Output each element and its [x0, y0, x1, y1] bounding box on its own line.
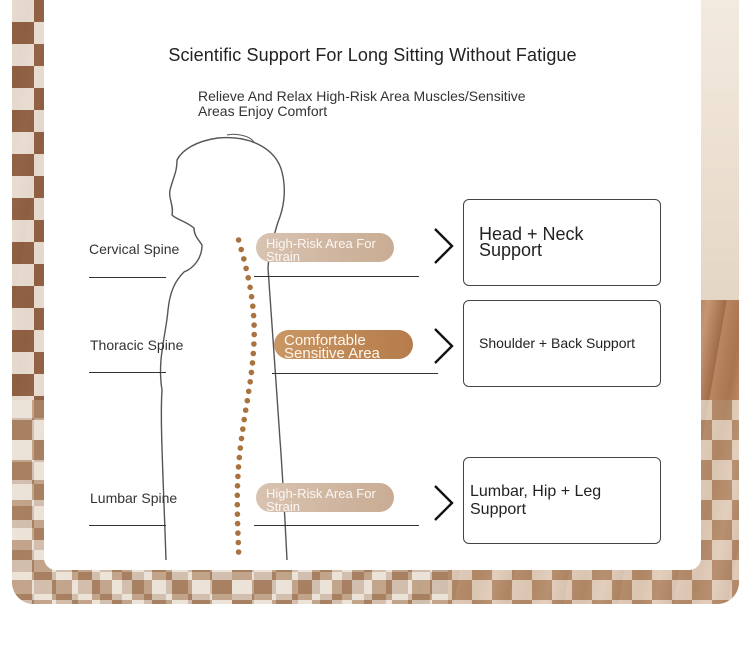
spine-dot: [251, 341, 257, 347]
underline: [272, 373, 438, 374]
support-box-shoulder-back: Shoulder + Back Support: [463, 300, 661, 387]
spine-dot: [242, 407, 249, 414]
underline: [89, 277, 166, 278]
chevron-right-icon: [434, 228, 454, 264]
spine-dot: [241, 416, 247, 423]
spine-dot: [237, 445, 244, 451]
spine-dot: [245, 275, 251, 281]
area-pill-lumbar: High-Risk Area For Strain: [256, 483, 394, 512]
spine-dot: [234, 483, 241, 489]
spine-dot: [247, 379, 253, 385]
spine-dot: [238, 246, 244, 253]
spine-dot: [234, 520, 241, 527]
spine-dot: [244, 397, 251, 404]
spine-dot: [235, 473, 241, 480]
label-thoracic-spine: Thoracic Spine: [90, 337, 184, 353]
support-text: Head + Neck Support: [479, 224, 584, 260]
spine-dot: [235, 237, 242, 243]
spine-dot: [250, 350, 257, 357]
spine-dot: [243, 265, 249, 272]
info-card: Scientific Support For Long Sitting With…: [44, 0, 701, 570]
underline: [254, 276, 419, 277]
chevron-right-icon: [434, 328, 454, 364]
spine-dot: [247, 284, 253, 291]
label-lumbar-spine: Lumbar Spine: [90, 490, 178, 506]
spine-dot: [248, 293, 255, 300]
spine-dot: [248, 369, 255, 376]
spine-dot: [236, 454, 243, 461]
area-pill-cervical: High-Risk Area For Strain: [256, 233, 394, 262]
card-subtitle: Relieve And Relax High-Risk Area Muscles…: [198, 88, 526, 119]
support-box-lumbar-hip-leg: Lumbar, Hip + Leg Support: [463, 457, 661, 544]
spine-dot: [235, 464, 242, 470]
spine-dot: [251, 331, 257, 338]
support-text: Lumbar, Hip + Leg Support: [470, 483, 602, 518]
card-title: Scientific Support For Long Sitting With…: [168, 45, 577, 65]
underline: [89, 372, 166, 373]
spine-dot: [235, 539, 242, 546]
spine-dot: [240, 426, 246, 432]
chevron-right-icon: [434, 485, 454, 521]
support-text: Shoulder + Back Support: [479, 335, 636, 351]
spine-dot: [234, 492, 241, 499]
spine-dot: [235, 530, 241, 536]
spine-dot: [249, 360, 256, 366]
support-box-head-neck: Head + Neck Support: [463, 199, 661, 286]
spine-dot: [234, 511, 241, 517]
area-pill-thoracic: Comfortable Sensitive Area: [274, 330, 413, 359]
spine-dot: [234, 501, 241, 508]
underline: [254, 525, 419, 526]
human-outline-icon: [159, 133, 288, 561]
spine-dots-icon: [234, 237, 257, 555]
spine-dot: [241, 256, 247, 262]
spine-dot: [250, 303, 256, 310]
spine-dot: [238, 435, 245, 442]
spine-dot: [245, 388, 252, 395]
spine-dot: [250, 312, 257, 319]
underline: [89, 525, 166, 526]
label-cervical-spine: Cervical Spine: [89, 241, 180, 257]
spine-dot: [251, 322, 257, 328]
spine-dot: [235, 549, 242, 555]
